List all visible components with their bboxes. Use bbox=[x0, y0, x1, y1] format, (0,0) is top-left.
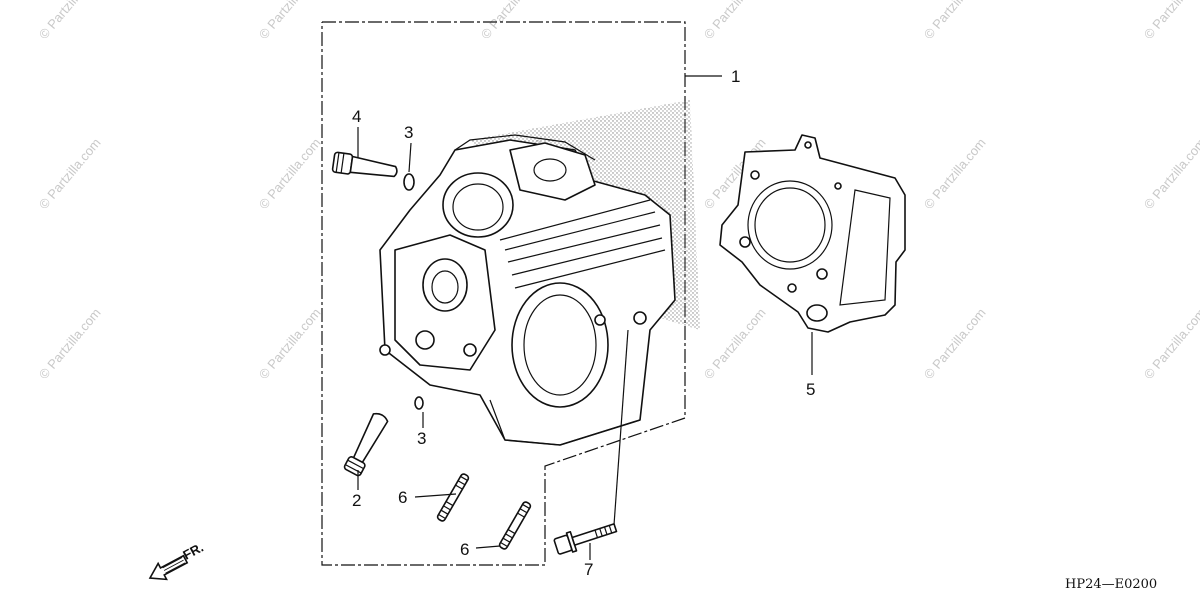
watermark-text: © Partzilla.com bbox=[1141, 135, 1200, 212]
watermark-text: © Partzilla.com bbox=[701, 0, 769, 42]
intake-valve-guide[interactable] bbox=[331, 151, 398, 181]
watermark-text: © Partzilla.com bbox=[1141, 0, 1200, 42]
callout-7: 7 bbox=[584, 560, 593, 579]
callout-6-lower: 6 bbox=[460, 540, 469, 559]
diagram-code: HP24—E0200 bbox=[1065, 577, 1157, 592]
callout-3-lower: 3 bbox=[417, 429, 426, 448]
stud-bolt-right[interactable] bbox=[498, 501, 532, 550]
watermark-text: © Partzilla.com bbox=[36, 0, 104, 42]
front-direction-arrow bbox=[148, 554, 189, 581]
watermark-text: © Partzilla.com bbox=[36, 135, 104, 212]
watermark-text: © Partzilla.com bbox=[921, 305, 989, 382]
callout-3-upper: 3 bbox=[404, 123, 413, 142]
watermark-text: © Partzilla.com bbox=[36, 305, 104, 382]
o-ring-upper[interactable] bbox=[403, 173, 415, 191]
cylinder-head[interactable] bbox=[379, 134, 676, 446]
leader-lines bbox=[357, 75, 813, 560]
watermark-text: © Partzilla.com bbox=[701, 305, 769, 382]
callout-6-upper: 6 bbox=[398, 488, 407, 507]
callout-5: 5 bbox=[806, 380, 815, 399]
callout-1: 1 bbox=[731, 67, 740, 86]
watermark-text: © Partzilla.com bbox=[921, 135, 989, 212]
watermark-text: © Partzilla.com bbox=[256, 305, 324, 382]
bolt-axis-line bbox=[613, 329, 629, 526]
callout-4: 4 bbox=[352, 107, 361, 126]
watermark-text: © Partzilla.com bbox=[921, 0, 989, 42]
watermark-text: © Partzilla.com bbox=[478, 0, 546, 42]
watermark-text: © Partzilla.com bbox=[256, 135, 324, 212]
watermark-text: © Partzilla.com bbox=[256, 0, 324, 42]
stud-bolt-left[interactable] bbox=[436, 473, 470, 522]
cylinder-head-gasket[interactable] bbox=[719, 134, 906, 333]
watermark-text: © Partzilla.com bbox=[1141, 305, 1200, 382]
flange-bolt[interactable] bbox=[553, 518, 618, 556]
callout-2: 2 bbox=[352, 491, 361, 510]
exhaust-valve-guide[interactable] bbox=[343, 411, 389, 477]
assembly-boundary bbox=[321, 21, 686, 566]
o-ring-lower[interactable] bbox=[414, 396, 424, 410]
